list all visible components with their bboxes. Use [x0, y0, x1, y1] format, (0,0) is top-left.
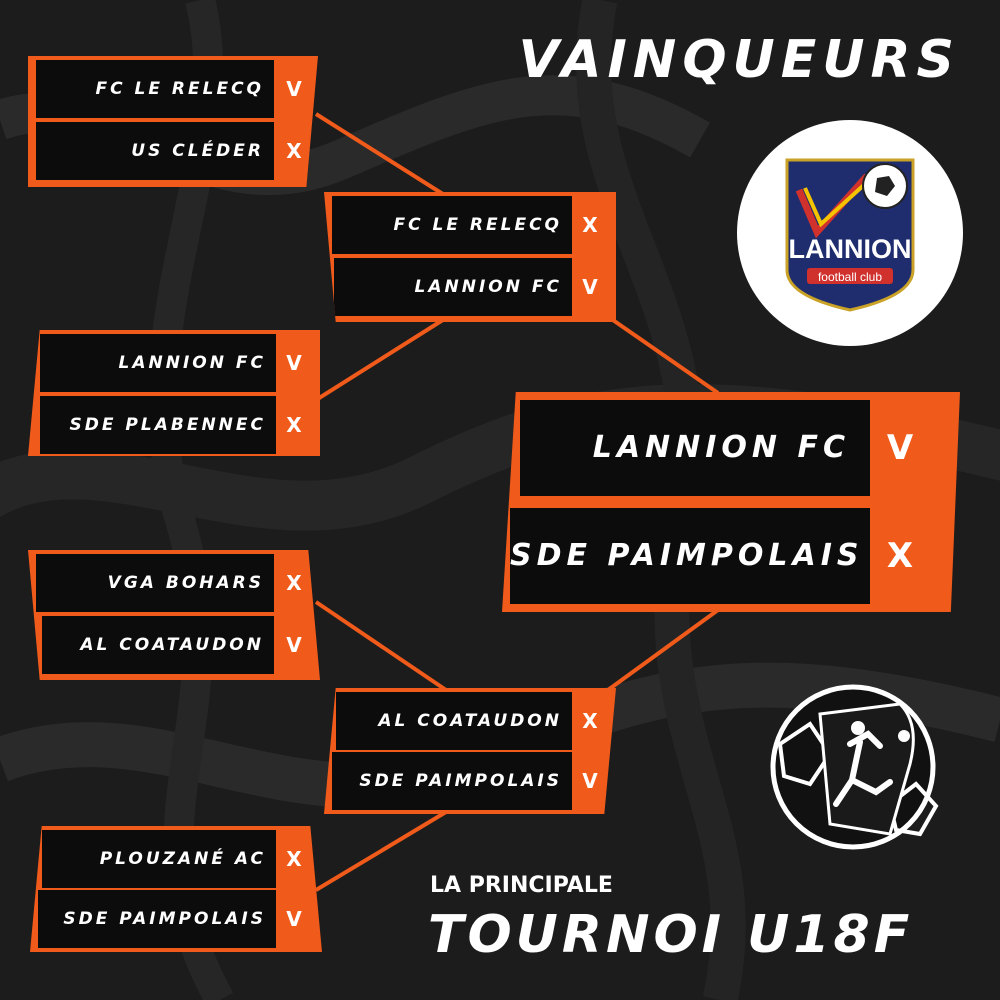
result-mark: X	[886, 536, 914, 576]
result-mark: X	[582, 709, 598, 733]
result-mark: V	[582, 275, 598, 299]
team-name: AL COATAUDON	[336, 692, 572, 750]
round1-match-1: FC LE RELECQ V US CLÉDER X	[28, 56, 318, 187]
tournament-title: TOURNOI U18F	[428, 905, 914, 965]
football-emblem-icon	[770, 684, 939, 850]
team-name: SDE PAIMPOLAIS	[510, 508, 870, 604]
team-name: SDE PAIMPOLAIS	[38, 890, 276, 948]
team-name: AL COATAUDON	[42, 616, 274, 674]
team-name: SDE PAIMPOLAIS	[332, 752, 572, 810]
result-mark: V	[286, 633, 302, 657]
result-mark: V	[886, 428, 914, 468]
team-name: FC LE RELECQ	[36, 60, 274, 118]
winner-logo: LANNION football club	[737, 120, 963, 346]
logo-name: LANNION	[789, 234, 912, 264]
result-mark: X	[582, 213, 598, 237]
semifinal-match-2: AL COATAUDON X SDE PAIMPOLAIS V	[324, 688, 616, 814]
team-name: US CLÉDER	[36, 122, 274, 180]
team-name: LANNION FC	[520, 400, 870, 496]
result-mark: V	[286, 351, 302, 375]
tournament-subtitle: LA PRINCIPALE	[430, 873, 613, 898]
round1-match-3: VGA BOHARS X AL COATAUDON V	[28, 550, 320, 680]
page-title: VAINQUEURS	[518, 30, 960, 90]
result-mark: V	[286, 907, 302, 931]
team-name: LANNION FC	[334, 258, 572, 316]
result-mark: V	[286, 77, 302, 101]
round1-match-2: LANNION FC V SDE PLABENNEC X	[28, 330, 320, 456]
result-mark: X	[286, 413, 302, 437]
result-mark: X	[286, 139, 302, 163]
semifinal-match-1: FC LE RELECQ X LANNION FC V	[324, 192, 616, 322]
team-name: FC LE RELECQ	[332, 196, 572, 254]
round1-match-4: PLOUZANÉ AC X SDE PAIMPOLAIS V	[30, 826, 322, 952]
result-mark: V	[582, 769, 598, 793]
team-name: LANNION FC	[40, 334, 276, 392]
lannion-crest-icon: LANNION football club	[785, 158, 915, 312]
team-name: SDE PLABENNEC	[40, 396, 276, 454]
team-name: PLOUZANÉ AC	[42, 830, 276, 888]
team-name: VGA BOHARS	[36, 554, 274, 612]
result-mark: X	[286, 847, 302, 871]
final-match: LANNION FC V SDE PAIMPOLAIS X	[502, 392, 960, 612]
result-mark: X	[286, 571, 302, 595]
logo-tagline: football club	[818, 270, 882, 284]
